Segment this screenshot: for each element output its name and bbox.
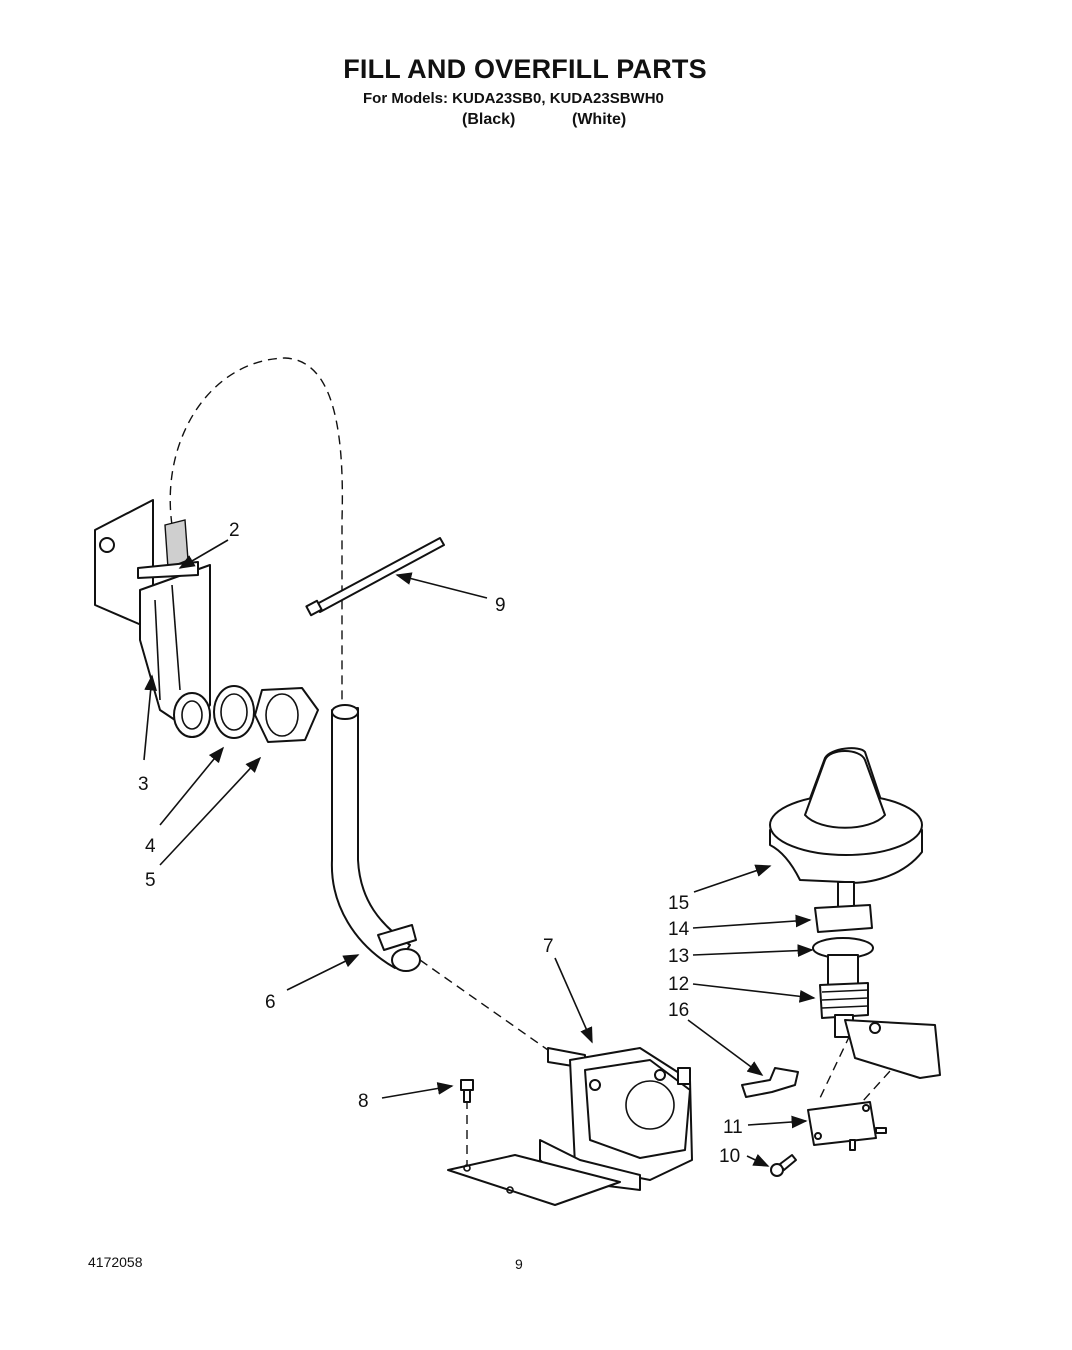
cable-tie [305,537,445,617]
leader-10 [746,1154,770,1167]
leader-12 [692,983,816,1003]
actuator-lever [741,1067,799,1098]
leader-16 [687,1019,764,1076]
fill-funnel-bracket [94,499,211,738]
leader-8 [381,1082,454,1099]
page-number: 9 [515,1256,523,1272]
leader-13 [692,944,814,957]
water-valve [447,1047,693,1206]
variant-black-label: (Black) [462,111,516,128]
leader-7 [554,957,593,1044]
switch-screw [770,1154,797,1177]
leader-5 [159,756,262,866]
switch-bracket [844,1019,941,1079]
leader-2 [178,539,229,569]
bracket-dashed [861,1059,901,1103]
mounting-screw [460,1079,474,1103]
callout-8: 8 [358,1091,369,1112]
callout-3: 3 [138,774,149,795]
float-stem-assembly [812,881,874,1038]
callout-4: 4 [145,836,156,857]
callout-13: 13 [668,946,689,967]
callout-15: 15 [668,893,689,914]
document-number: 4172058 [88,1254,143,1270]
microswitch [807,1101,887,1151]
models-line: For Models: KUDA23SB0, KUDA23SBWH0 [363,90,664,107]
switch-dashed [819,1034,851,1099]
callout-5: 5 [145,870,156,891]
leader-15 [693,864,772,893]
variant-white-label: (White) [572,111,627,128]
callout-10: 10 [719,1146,740,1167]
leader-3 [143,674,158,761]
hose-to-valve-dashed [419,959,549,1051]
hex-nut [254,687,319,743]
callout-2: 2 [229,520,240,541]
callout-16: 16 [668,1000,689,1021]
leader-11 [747,1115,808,1129]
leader-14 [692,914,812,929]
gasket-ring [213,685,255,739]
callout-14: 14 [668,919,690,940]
callout-11: 11 [723,1117,743,1138]
float [769,747,923,884]
leader-4 [159,746,225,826]
callout-6: 6 [265,992,276,1013]
hose-route-dashed [169,357,344,710]
leader-6 [286,954,360,991]
fill-hose [330,704,421,972]
leader-9 [395,572,488,599]
page-title: FILL AND OVERFILL PARTS [343,54,707,84]
callout-9: 9 [495,595,506,616]
callout-7: 7 [543,936,554,957]
callout-12: 12 [668,974,689,995]
